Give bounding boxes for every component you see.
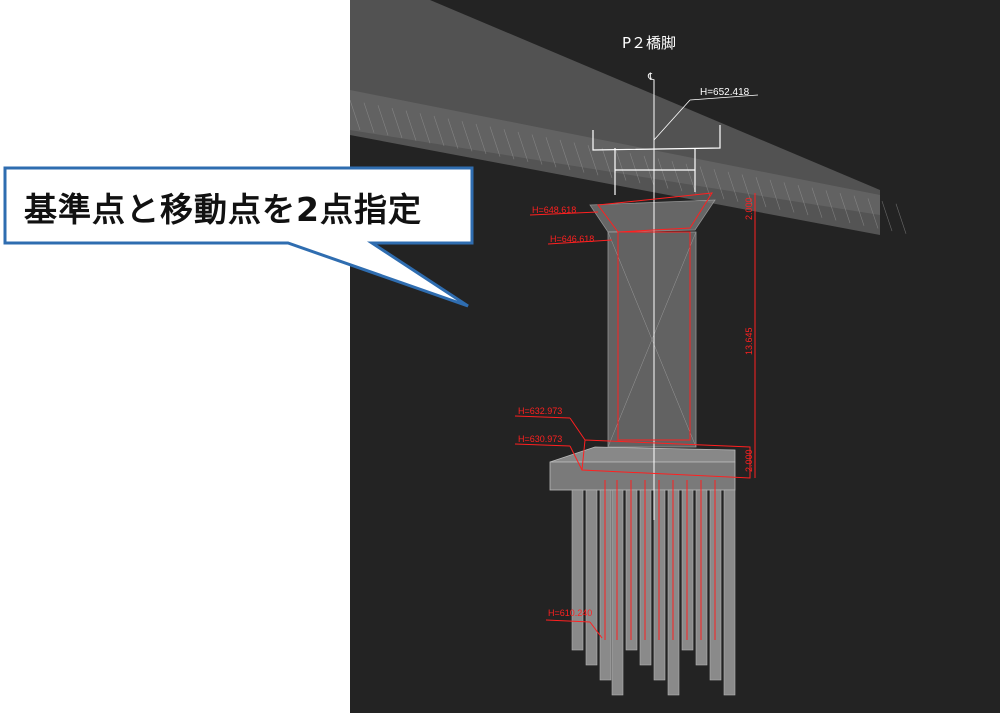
centerline-symbol: ℄: [647, 72, 655, 83]
column-dimension: 13.645: [744, 327, 754, 355]
dimension-lines: [514, 192, 756, 639]
coping-bottom-label: H=646.618: [550, 234, 594, 244]
pile-tip-label: H=610.240: [548, 608, 592, 618]
coping-dimension: 2.000: [744, 197, 754, 220]
footing-dimension: 2.000: [744, 449, 754, 472]
piles: [571, 480, 736, 696]
bearing-frame: [592, 80, 759, 520]
pile: [571, 489, 584, 651]
pier-footing: [549, 446, 736, 491]
footing-bottom-label: H=630.973: [518, 434, 562, 444]
pile: [723, 489, 736, 696]
pile: [585, 489, 598, 666]
pier-column: [607, 231, 697, 448]
pier-coping: [589, 199, 716, 233]
coping-top-label: H=648.618: [532, 205, 576, 215]
bridge-pier-model: P２橋脚 ℄ H=652.418 H=648.618 H=646.618 H=6…: [350, 0, 907, 696]
3d-viewport[interactable]: P２橋脚 ℄ H=652.418 H=648.618 H=646.618 H=6…: [350, 0, 1000, 713]
top-elevation-label: H=652.418: [700, 87, 750, 98]
column-bottom-label: H=632.973: [518, 406, 562, 416]
pier-title: P２橋脚: [622, 34, 676, 52]
callout-text: 基準点と移動点を2点指定: [24, 190, 422, 229]
